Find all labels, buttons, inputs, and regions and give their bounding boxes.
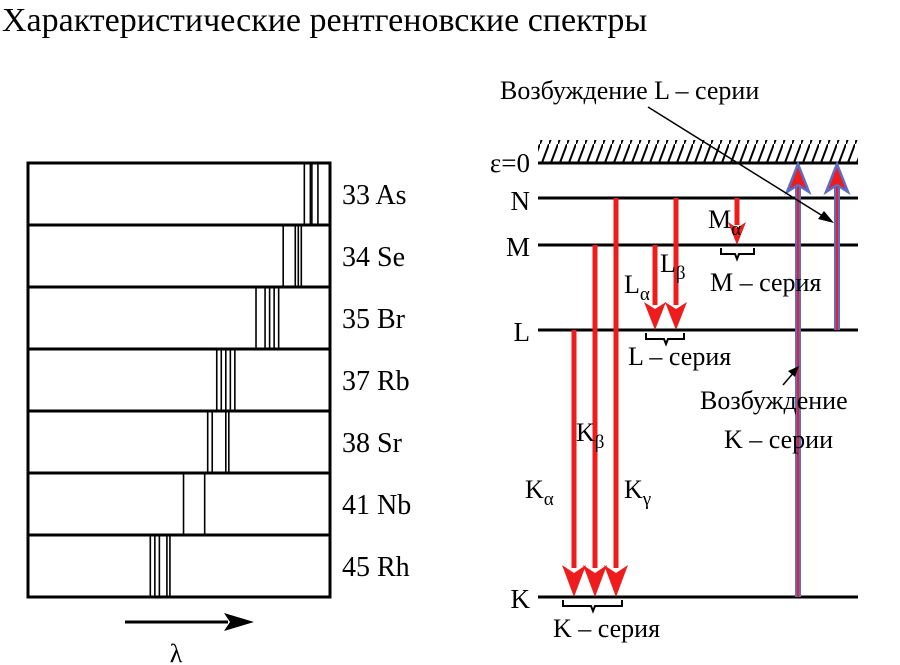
emission-arrows <box>562 198 746 597</box>
spectrum-strip <box>26 347 332 413</box>
transition-subscript: α <box>544 489 554 510</box>
l-beta-label: Lβ <box>660 249 686 284</box>
level-label-m: M <box>506 232 530 262</box>
spectrum-row-br: 35 Br <box>26 285 406 351</box>
energy-level-diagram: ε=0 N M L K <box>490 76 858 643</box>
spectrum-strip <box>26 285 332 351</box>
transition-subscript: α <box>731 219 741 240</box>
wavelength-axis: λ <box>125 613 254 665</box>
spectrum-strip <box>26 161 332 227</box>
l-excitation-annotation: Возбуждение L – серии <box>500 76 759 105</box>
l-alpha-arrowhead <box>644 302 666 330</box>
ionization-hatch <box>538 140 858 162</box>
spectrum-strip <box>26 409 332 475</box>
k-alpha-arrowhead <box>562 565 586 597</box>
spectrum-row-rb: 37 Rb <box>26 347 410 413</box>
page-title: Характеристические рентгеновские спектры <box>2 2 647 39</box>
transition-subscript: α <box>640 284 650 305</box>
transition-subscript: β <box>676 263 686 284</box>
l-excitation-pointer-head <box>818 211 834 223</box>
k-excitation-annotation-line1: Возбуждение <box>700 386 848 415</box>
excitation-arrows <box>784 160 851 597</box>
element-label-as: 33 As <box>342 180 407 211</box>
spectrum-row-se: 34 Se <box>26 223 405 289</box>
l-series-brace <box>645 333 685 347</box>
element-label-br: 35 Br <box>342 304 406 335</box>
level-label-k: K <box>511 584 531 614</box>
spectrum-row-nb: 41 Nb <box>26 471 411 537</box>
k-gamma-label: Kγ <box>624 475 651 510</box>
element-label-sr: 38 Sr <box>342 428 403 459</box>
transition-subscript: β <box>595 432 605 453</box>
k-gamma-arrowhead <box>604 565 628 597</box>
l-beta-arrowhead <box>665 302 687 330</box>
k-alpha-label: Kα <box>525 475 554 510</box>
m-series-label: M – серия <box>710 268 821 297</box>
k-series-label: K – серия <box>553 614 660 643</box>
l-series-label: L – серия <box>628 342 731 371</box>
k-series-brace <box>562 600 623 614</box>
lambda-arrow-head <box>224 613 254 631</box>
m-alpha-label: Mα <box>708 205 741 240</box>
l-excitation-pointer <box>647 106 827 219</box>
m-series-brace <box>720 248 755 262</box>
spectrum-strip <box>26 533 332 599</box>
spectrum-strip <box>26 471 332 537</box>
k-excitation-arrowhead <box>784 160 812 196</box>
m-alpha-arrowhead <box>728 222 746 245</box>
level-label-n: N <box>511 186 531 216</box>
element-label-rh: 45 Rh <box>342 552 410 583</box>
spectrum-row-rh: 45 Rh <box>26 533 410 599</box>
element-label-nb: 41 Nb <box>342 490 411 521</box>
spectrum-row-as: 33 As <box>26 161 407 227</box>
k-beta-arrowhead <box>583 565 607 597</box>
transition-subscript: γ <box>642 489 651 510</box>
lambda-label: λ <box>170 639 183 665</box>
l-excitation-arrowhead <box>823 160 851 196</box>
level-label-l: L <box>514 317 531 347</box>
element-label-rb: 37 Rb <box>342 366 410 397</box>
spectra-panel: 33 As 34 Se 35 Br 37 Rb 38 Sr 41 Nb 45 Rh <box>26 161 411 599</box>
spectrum-strip <box>26 223 332 289</box>
level-label-eps: ε=0 <box>490 148 530 178</box>
k-excitation-pointer-head <box>788 366 799 377</box>
k-excitation-annotation-line2: K – серии <box>724 425 833 454</box>
l-alpha-label: Lα <box>624 270 650 305</box>
element-label-se: 34 Se <box>342 242 405 273</box>
k-beta-label: Kβ <box>576 418 604 453</box>
spectrum-row-sr: 38 Sr <box>26 409 403 475</box>
